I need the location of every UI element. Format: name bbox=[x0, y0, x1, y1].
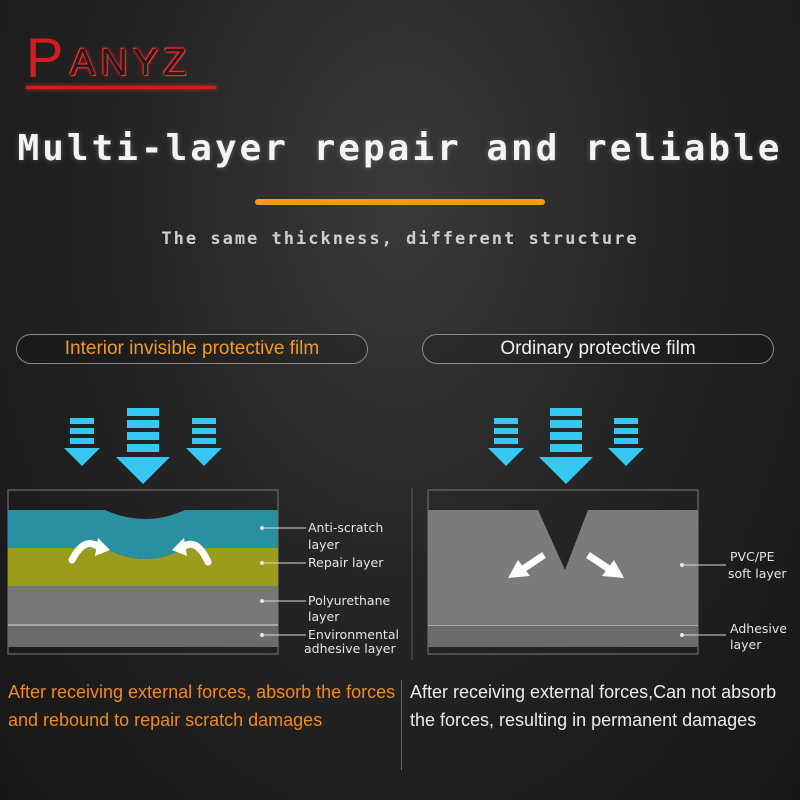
anti-scratch-label: Anti-scratch bbox=[308, 520, 383, 535]
notes-divider bbox=[401, 680, 402, 770]
pvc-pe-label: PVC/PE bbox=[730, 549, 775, 564]
logo-underline bbox=[26, 86, 216, 89]
left-panel-description: After receiving external forces, absorb … bbox=[8, 682, 396, 730]
down-arrow-icon bbox=[608, 418, 644, 466]
title-accent-bar bbox=[255, 199, 545, 205]
right-adhesive-layer-band bbox=[428, 625, 698, 647]
adhesive-label: Adhesive bbox=[730, 621, 787, 636]
left-film-layers bbox=[7, 489, 279, 655]
environmental-adhesive-label: Environmental bbox=[308, 627, 399, 642]
repair-layer-label: Repair layer bbox=[308, 555, 384, 570]
right-leader-lines bbox=[682, 564, 726, 636]
right-panel-heading: Ordinary protective film bbox=[422, 334, 774, 364]
left-leader-lines bbox=[262, 527, 306, 636]
anti-scratch-label-line2: layer bbox=[308, 537, 340, 552]
brand-logo: P ANYZ bbox=[26, 30, 226, 90]
rebound-arrow-icon bbox=[172, 538, 212, 566]
logo-rest-letters: ANYZ bbox=[70, 42, 192, 84]
left-panel-heading: Interior invisible protective film bbox=[16, 334, 368, 364]
polyurethane-layer-band bbox=[8, 586, 278, 625]
down-arrow-icon bbox=[539, 408, 593, 484]
pvc-pe-layer-band bbox=[428, 510, 698, 625]
down-arrow-icon bbox=[64, 418, 100, 466]
left-force-arrows bbox=[64, 408, 222, 484]
page-subtitle: The same thickness, different structure bbox=[161, 229, 639, 249]
pvc-pe-label-line2: soft layer bbox=[728, 566, 787, 581]
diagonal-arrow-icon bbox=[586, 552, 624, 578]
down-arrow-icon bbox=[116, 408, 170, 484]
logo-first-letter: P bbox=[26, 26, 64, 89]
right-film-layers bbox=[427, 489, 699, 655]
down-arrow-icon bbox=[186, 418, 222, 466]
environmental-adhesive-label-line2: adhesive layer bbox=[304, 641, 396, 656]
polyurethane-label-line2: layer bbox=[308, 609, 340, 624]
right-panel-description: After receiving external forces,Can not … bbox=[410, 682, 777, 730]
page-title: Multi-layer repair and reliable bbox=[17, 128, 783, 169]
adhesive-label-line2: layer bbox=[730, 637, 762, 652]
anti-scratch-layer-band bbox=[8, 510, 278, 559]
right-force-arrows bbox=[488, 408, 644, 484]
rebound-arrow-icon bbox=[68, 538, 110, 564]
down-arrow-icon bbox=[488, 418, 524, 466]
polyurethane-label: Polyurethane bbox=[308, 593, 390, 608]
diagonal-arrow-icon bbox=[508, 552, 546, 578]
adhesive-layer-band bbox=[8, 625, 278, 647]
